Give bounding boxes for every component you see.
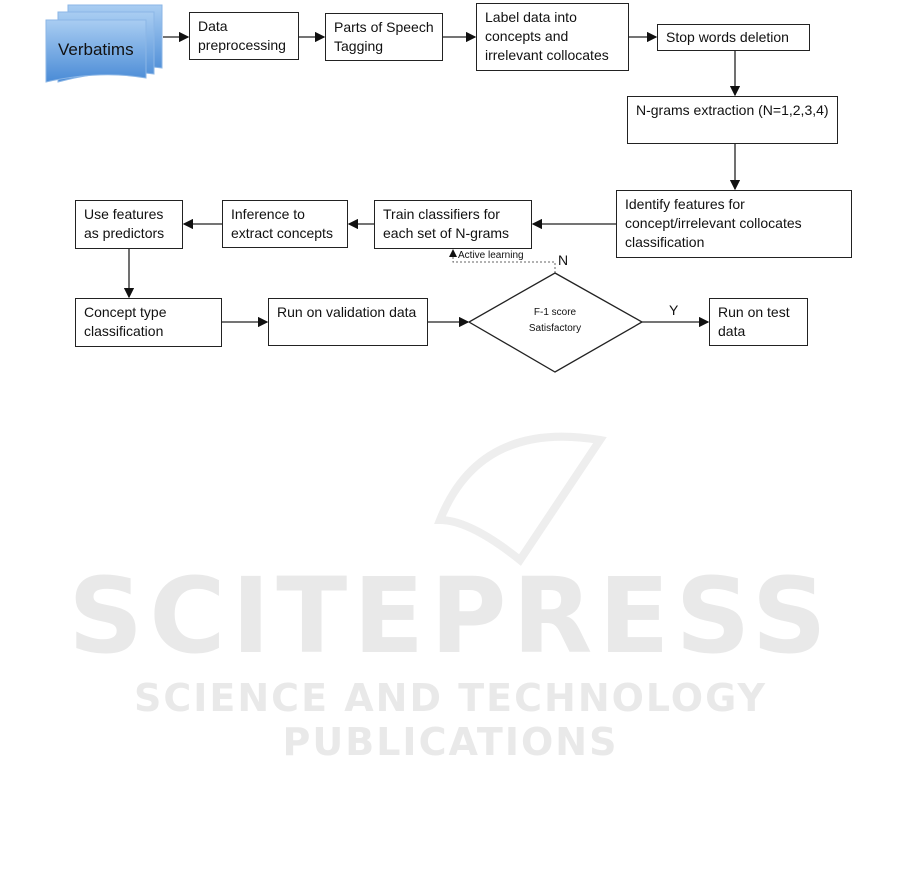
decision-diamond	[467, 272, 644, 373]
ngrams-box: N-grams extraction (N=1,2,3,4)	[627, 96, 838, 144]
inference-box: Inference to extract concepts	[222, 200, 348, 248]
pos-tagging-box: Parts of Speech Tagging	[325, 13, 443, 61]
data-preprocessing-box: Data preprocessing	[189, 12, 299, 60]
use-features-box: Use features as predictors	[75, 200, 183, 249]
run-validation-box: Run on validation data	[268, 298, 428, 346]
label-data-box: Label data into concepts and irrelevant …	[476, 3, 629, 71]
verbatims-label: Verbatims	[58, 40, 134, 59]
verbatims-document-stack-icon	[45, 4, 163, 83]
decision-line1: F-1 score	[533, 307, 577, 318]
stop-words-box: Stop words deletion	[657, 24, 810, 51]
watermark-title: SCITEPRESS	[68, 555, 833, 677]
watermark-subtitle: SCIENCE AND TECHNOLOGY PUBLICATIONS	[134, 676, 767, 764]
active-learning-feedback-arrow	[449, 249, 556, 273]
concept-type-box: Concept type classification	[75, 298, 222, 347]
no-label: N	[558, 252, 569, 268]
run-test-box: Run on test data	[709, 298, 808, 346]
train-classifiers-box: Train classifiers for each set of N-gram…	[374, 200, 532, 249]
identify-features-box: Identify features for concept/irrelevant…	[616, 190, 852, 258]
yes-label: Y	[669, 302, 679, 318]
watermark-book-icon	[434, 432, 607, 566]
active-learning-label: Active learning	[458, 250, 524, 261]
decision-line2: Satisfactory	[528, 323, 582, 334]
